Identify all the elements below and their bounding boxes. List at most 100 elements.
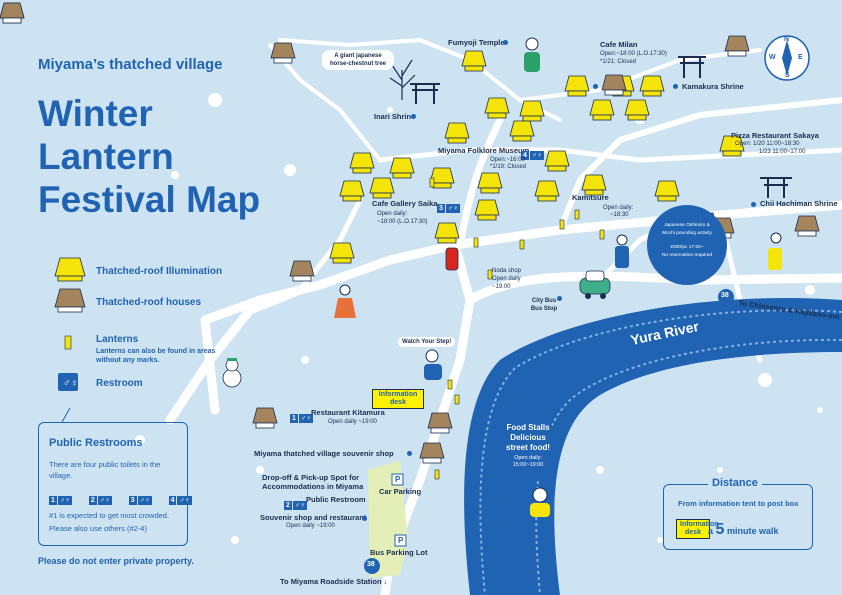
compass-e: E [798, 54, 803, 61]
route-markers [364, 289, 734, 574]
food-hours-2: 15:00~19:00 [512, 462, 544, 468]
noda-hours-1: Open daily [492, 276, 521, 282]
cafe-gallery-hours-1: Open daily: [377, 211, 408, 217]
bus-parking-label: Bus Parking Lot [370, 548, 428, 557]
public-restroom-label: Public Restroom [306, 495, 366, 504]
compass [764, 35, 810, 81]
route-38-south: 38 [367, 561, 375, 568]
oshiruko-circle [647, 205, 727, 285]
oshiruko-1: Japanese Oshiruko & [664, 223, 710, 228]
noda-hours-2: ~19:00 [492, 284, 511, 290]
legend-lanterns: Lanterns [96, 334, 139, 345]
cafe-milan-hours: Open:~18:00 (L.O.17:30) [600, 51, 667, 57]
distance-walk: a 5 minute walk [708, 521, 778, 539]
oshiruko-3: ¥300/pc 17:00~ [670, 245, 704, 250]
inari-label: Inari Shrine [374, 112, 416, 121]
souvenir-label: Miyama thatched village souvenir shop [254, 449, 394, 458]
kitamura-hours: Open daily ~19:00 [328, 419, 377, 425]
restroom-num-3: 3 [128, 496, 137, 505]
distance-from: From information tent to post box [678, 499, 799, 508]
folklore-rr-num: 4 [521, 151, 529, 160]
kitamura-label: Restaurant Kitamura [311, 408, 385, 417]
food-stalls-circle [495, 415, 561, 481]
cafe-gallery-restroom: 3♂♀ [437, 204, 461, 213]
food-stalls-text: Food Stalls Delicious street food! Open … [495, 423, 561, 469]
bus-parking-p: P [398, 536, 404, 545]
restrooms-note-2: Please also use others (#2-4) [49, 524, 147, 533]
chii-label: Chii Hachiman Shrine [760, 199, 838, 208]
restrooms-note-1: #1 is expected to get most crowded. [49, 511, 170, 520]
distance-box: Distance From information tent to post b… [663, 477, 813, 550]
horse-chestnut-label: A giant japanese horse-chestnut tree [322, 50, 394, 70]
restrooms-box-text: There are four public toilets in the vil… [49, 460, 161, 480]
snowflakes [135, 93, 823, 544]
kamitsure-label: Kamitsure [572, 193, 609, 202]
distance-title: Distance [708, 477, 762, 489]
parking-area [368, 460, 408, 578]
distance-desk: Information desk [676, 519, 719, 539]
public-rr-num: 2 [284, 501, 292, 510]
oshiruko-text: Japanese Oshiruko & Mochi pounding activ… [650, 222, 724, 260]
kamitsure-hours-1: Open daily: [603, 205, 634, 211]
distance-number: 5 [715, 521, 725, 538]
dropoff-label-1: Drop-off & Pick-up Spot for [262, 473, 360, 482]
parking-signs [391, 473, 407, 547]
kamitsure-hours-2: ~18:30 [610, 212, 629, 218]
restroom-num-2: 2 [88, 496, 97, 505]
map-title: Winter Lantern Festival Map [38, 93, 261, 220]
cafe-gallery-rr-num: 3 [437, 204, 445, 213]
folklore-restroom: 4♂♀ [521, 151, 545, 160]
route-38-east: 38 [721, 292, 729, 299]
chestnut-tree [389, 59, 416, 100]
private-property-notice: Please do not enter private property. [38, 556, 194, 566]
kamakura-label: Kamakura Shrine [682, 82, 744, 91]
folklore-closed: *1/19: Closed [490, 164, 527, 170]
restroom-num-4: 4 [168, 496, 177, 505]
oshiruko-2: Mochi pounding activity [662, 231, 712, 236]
fumyoji-label: Fumyoji Temple [448, 38, 505, 47]
restrooms-box-title: Public Restrooms [49, 437, 143, 449]
food-title-3: street food! [506, 443, 550, 452]
folklore-label: Miyama Folklore Museum [438, 146, 530, 155]
food-title-1: Food Stalls [506, 423, 550, 432]
lanterns [64, 177, 605, 480]
car [579, 270, 611, 299]
yura-river [464, 298, 842, 595]
compass-w: W [769, 54, 776, 61]
watch-step-label: Watch Your Step! [398, 337, 456, 347]
car-parking-label: Car Parking [379, 487, 422, 496]
pizza-hours-2: 1/23 11:00~17:00 [759, 149, 806, 155]
compass-s: S [785, 72, 790, 79]
food-hours-1: Open daily: [514, 455, 542, 461]
legend-lanterns-note: Lanterns can also be found in areas with… [96, 348, 216, 364]
people [334, 37, 782, 517]
souvenir2-hours: Open daily ~19:00 [286, 523, 335, 529]
regular-houses [0, 2, 820, 464]
car-parking-p: P [395, 475, 401, 484]
souvenir2-label: Souvenir shop and restaurant [260, 513, 367, 522]
noda-label: Noda shop [492, 268, 522, 274]
torii-gates [410, 56, 792, 198]
info-desk-label: Information desk [372, 389, 424, 409]
public-restroom-2: 2♂♀ [284, 501, 308, 510]
legend-icons: ♂♀ [54, 257, 86, 391]
kitamura-restroom: 1♂♀ [290, 414, 314, 423]
public-restrooms-box: Public Restrooms There are four public t… [38, 422, 192, 546]
oshiruko-4: No reservation required [661, 253, 713, 258]
pizza-label: Pizza Restaurant Sakaya [731, 131, 819, 140]
map-subtitle: Miyama’s thatched village [38, 56, 223, 73]
folklore-hours: Open:~16:00 [490, 157, 525, 163]
distance-suffix: minute walk [726, 526, 779, 536]
svg-text:♂♀: ♂♀ [63, 378, 78, 389]
snowman [222, 358, 242, 388]
kitamura-rr-num: 1 [290, 414, 298, 423]
restroom-num-1: 1 [49, 496, 57, 505]
legend-houses: Thatched-roof houses [96, 297, 202, 308]
cafe-milan-label: Cafe Milan [600, 40, 638, 49]
to-roadside-label: To Miyama Roadside Station ↓ [280, 577, 388, 586]
distance-prefix: a [708, 526, 714, 536]
cafe-milan-closed: *1/21: Closed [600, 59, 637, 65]
legend-illumination: Thatched-roof Illumination [96, 266, 223, 277]
